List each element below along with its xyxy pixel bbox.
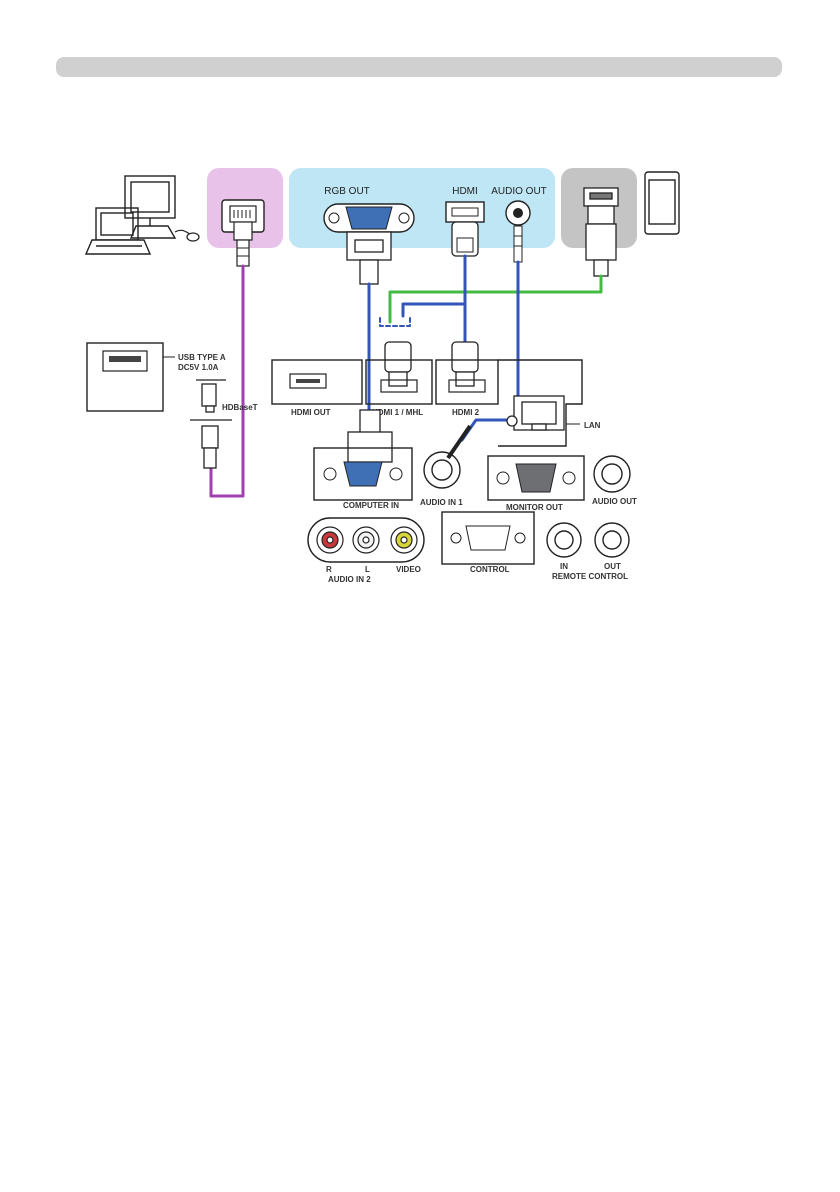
serial-port-icon [442,512,534,564]
mhl-cable [390,276,601,322]
vga-plug-icon [347,232,391,284]
remote-control-jacks-icon [547,523,629,557]
rca-jack-icon [317,527,417,553]
audio-in2-label: AUDIO IN 2 [328,575,371,584]
hdmi-out-label: HDMI OUT [291,408,331,417]
audio-out-jack-icon [594,456,630,492]
laptop-icon [86,208,150,254]
audio-out-source-label: AUDIO OUT [491,186,547,197]
cable-split-indicator [380,318,410,326]
audio-in1-label: AUDIO IN 1 [420,498,463,507]
monitor-out-port-icon [488,456,584,500]
audio-out-label: AUDIO OUT [592,497,637,506]
video-label: VIDEO [396,565,421,574]
mouse-icon [175,230,199,241]
computer-in-label: COMPUTER IN [343,501,399,510]
monitor-out-label: MONITOR OUT [506,503,563,512]
audio-in1-jack-icon [424,426,470,488]
remote-in-label: IN [560,562,568,571]
vga-port-icon [324,204,414,232]
tablet-icon [645,172,679,234]
hdmi-port-icon [446,202,484,256]
l-label: L [365,565,370,574]
remote-out-label: OUT [604,562,621,571]
usb-port-icon [103,351,147,371]
usb-type-a-label: USB TYPE A [178,353,226,362]
lan-label: LAN [584,421,601,430]
audio-plug-tip-icon [507,416,517,426]
hdmi-source-label: HDMI [452,186,478,197]
hdmi-out-port-icon [290,374,326,388]
hdmi2-label: HDMI 2 [452,408,480,417]
hdbaset-jack-icon [190,380,232,468]
r-label: R [326,565,332,574]
hdbaset-label: HDBaseT [222,403,258,412]
micro-usb-icon [584,188,618,276]
vga-plug-computer-in-icon [348,410,392,462]
usb-power-label: DC5V 1.0A [178,363,219,372]
control-label: CONTROL [470,565,510,574]
remote-control-label: REMOTE CONTROL [552,572,628,581]
rgb-out-label: RGB OUT [324,186,370,197]
lan-port-icon [514,396,564,430]
hdmi-cable [403,256,465,342]
